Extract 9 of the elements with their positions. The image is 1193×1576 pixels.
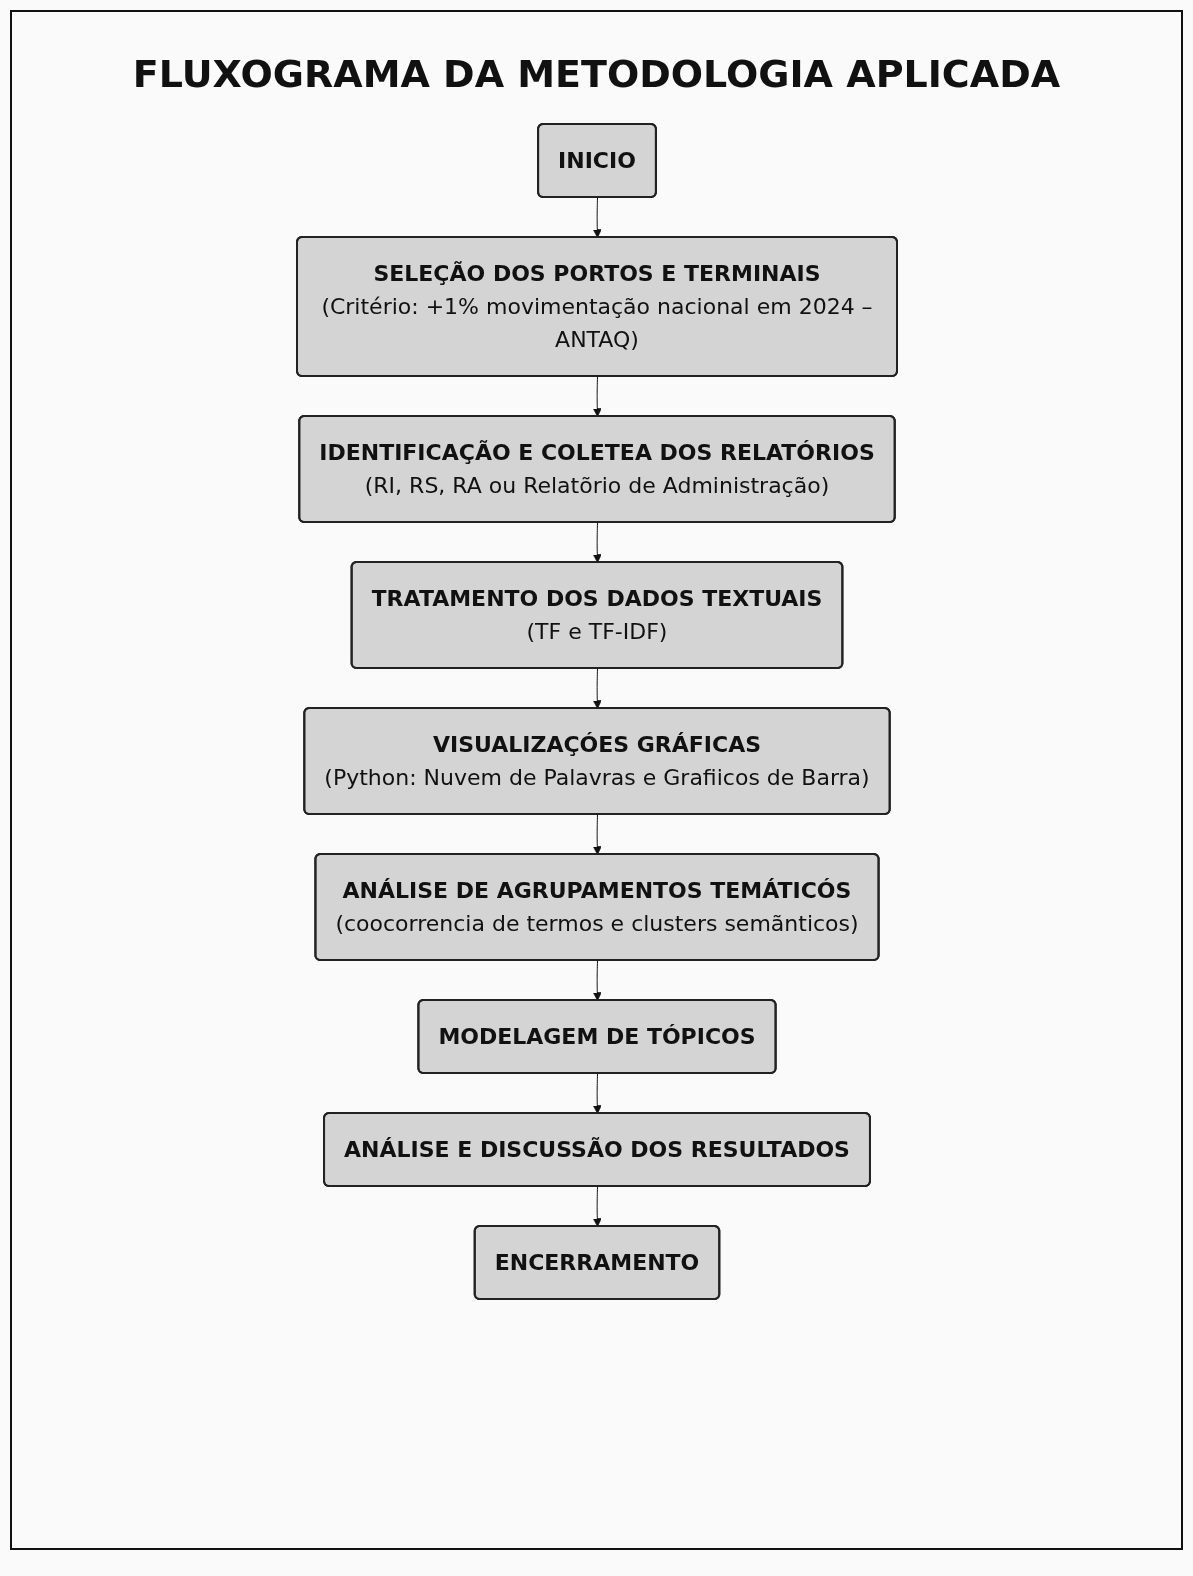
- arrow: [592, 1073, 602, 1114]
- arrow: [592, 197, 602, 238]
- diagram-title: FLUXOGRAMA DA METODOLOGIA APLICADA: [131, 52, 1062, 96]
- arrow: [592, 814, 602, 855]
- arrow: [592, 376, 602, 417]
- arrow: [592, 668, 602, 709]
- arrow: [592, 960, 602, 1001]
- arrow: [592, 522, 602, 563]
- arrow: [592, 1186, 602, 1227]
